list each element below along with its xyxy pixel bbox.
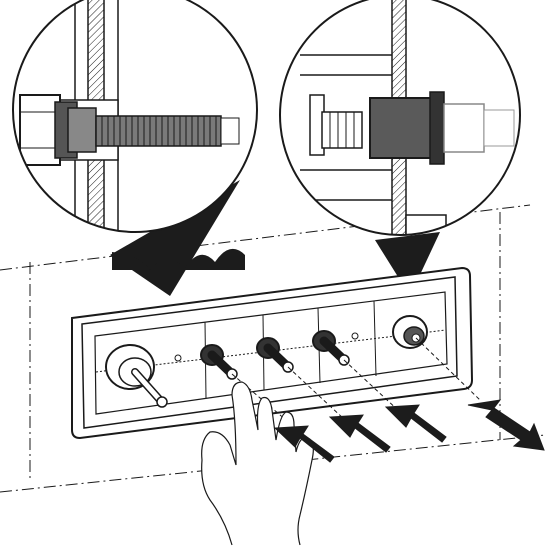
panel	[71, 266, 474, 440]
callout-right-pointer	[375, 232, 440, 296]
detail-left	[12, 0, 258, 233]
callout-left-waves	[112, 248, 245, 270]
insert-arrow-2	[328, 414, 391, 453]
double-arrow	[467, 399, 545, 451]
port-1	[105, 344, 168, 408]
panel-dot-2	[351, 332, 359, 340]
insert-arrow-1	[273, 425, 335, 463]
detail-right	[279, 0, 521, 236]
insert-arrow-3	[384, 404, 447, 443]
panel-dot-1	[174, 354, 182, 362]
port-3	[256, 337, 294, 373]
